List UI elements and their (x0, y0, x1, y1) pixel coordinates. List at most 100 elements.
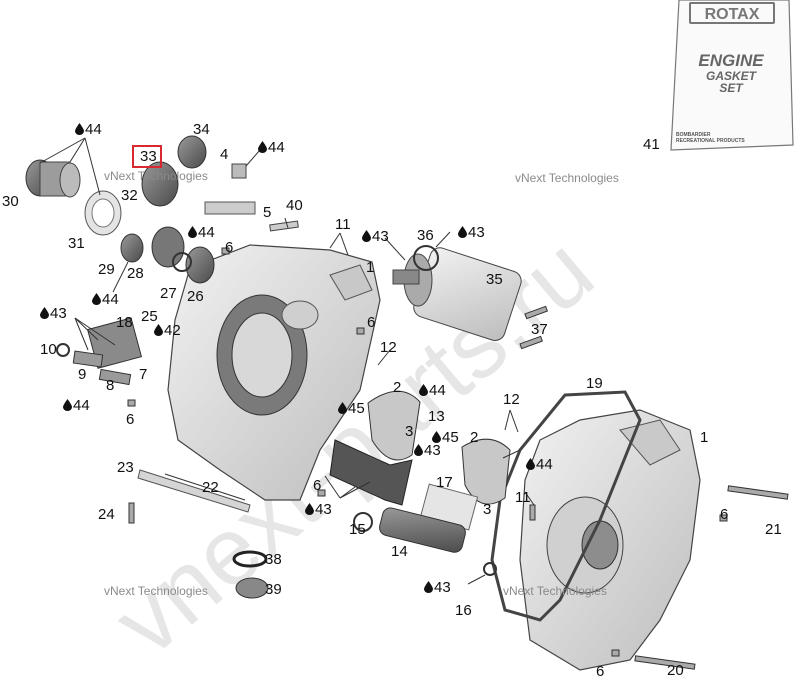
callout-6e: 6 (720, 507, 728, 522)
oil-drop-icon (458, 224, 468, 241)
callout-number: 13 (428, 408, 445, 425)
box-title-line1: ENGINE (698, 51, 764, 70)
callout-3a: 3 (405, 424, 413, 439)
callout-11b: 11 (515, 490, 531, 505)
watermark-text: vNext Technologies (104, 169, 208, 183)
callout-number: 6 (367, 314, 376, 331)
callout-24: 24 (98, 507, 115, 522)
starter-motor (392, 247, 522, 341)
callout-number: 25 (141, 308, 158, 325)
box-footer-line2: RECREATIONAL PRODUCTS (676, 137, 745, 144)
callout-number: 18 (116, 314, 133, 331)
callout-30: 30 (2, 194, 19, 209)
bolts (127, 247, 789, 670)
callout-27: 27 (160, 286, 177, 301)
callout-number: 17 (436, 474, 453, 491)
callout-29: 29 (98, 262, 115, 277)
callout-number: 43 (434, 579, 451, 596)
callout-number: 28 (127, 265, 144, 282)
callout-6b: 6 (367, 315, 375, 330)
callout-number: 44 (85, 121, 102, 138)
callout-number: 45 (442, 429, 459, 446)
gasket-set-box (669, 0, 795, 152)
box-title-line2: GASKET (705, 68, 756, 83)
callout-7: 7 (139, 367, 147, 382)
callout-6d: 6 (313, 478, 321, 493)
callout-18: 18 (116, 315, 133, 330)
box-footer-line1: BOMBARDIER (676, 132, 711, 138)
callout-37: 37 (531, 322, 548, 337)
callout-35: 35 (486, 272, 503, 287)
callout-number: 43 (424, 442, 441, 459)
callout-19: 19 (586, 376, 603, 391)
callout-number: 6 (126, 411, 135, 428)
callout-number: 1 (366, 259, 375, 276)
callout-42: 42 (154, 323, 181, 338)
callout-number: 4 (220, 146, 229, 163)
callout-number: 11 (335, 216, 351, 233)
callout-43a: 43 (362, 229, 389, 244)
callout-39: 39 (265, 582, 282, 597)
oil-drop-icon (414, 442, 424, 459)
callout-number: 36 (417, 227, 434, 244)
callout-number: 34 (193, 121, 210, 138)
callout-number: 15 (349, 521, 366, 538)
oil-drop-icon (154, 322, 164, 339)
callout-8: 8 (106, 378, 114, 393)
callout-number: 37 (531, 321, 548, 338)
callout-number: 35 (486, 271, 503, 288)
callout-28: 28 (127, 266, 144, 281)
oil-drop-icon (305, 501, 315, 518)
oil-drop-icon (92, 291, 102, 308)
box-brand-logo: ROTAX (689, 2, 775, 24)
watermark-stamp: vNext Technologies (503, 584, 607, 599)
callout-number: 45 (348, 400, 365, 417)
box-footer: BOMBARDIER RECREATIONAL PRODUCTS (676, 132, 762, 144)
callout-2b: 2 (470, 430, 478, 445)
callout-43c: 43 (40, 306, 67, 321)
callout-number: 32 (121, 187, 138, 204)
watermark-text: vNext Technologies (503, 584, 607, 598)
callout-number: 19 (586, 375, 603, 392)
callout-25: 25 (141, 309, 158, 324)
callout-10: 10 (40, 342, 57, 357)
callout-20: 20 (667, 663, 684, 678)
watermark-text: vNext Technologies (104, 584, 208, 598)
box-title-line3: SET (719, 81, 743, 96)
callout-number: 2 (393, 379, 402, 396)
callout-number: 11 (515, 489, 531, 506)
callout-22: 22 (202, 480, 219, 495)
callout-number: 44 (536, 456, 553, 473)
callout-number: 39 (265, 581, 282, 598)
callout-44g: 44 (526, 457, 553, 472)
callout-number: 43 (315, 501, 332, 518)
callout-1b: 1 (700, 430, 708, 445)
oil-drop-icon (40, 305, 50, 322)
highlight-box (132, 145, 162, 168)
callout-number: 30 (2, 193, 19, 210)
callout-4: 4 (220, 147, 228, 162)
watermark-stamp: vNext Technologies (515, 171, 619, 186)
callout-16: 16 (455, 603, 472, 618)
callout-number: 6 (313, 477, 322, 494)
callout-number: 38 (265, 551, 282, 568)
callout-12b: 12 (503, 392, 520, 407)
balancer-gear-train (25, 135, 256, 284)
callout-11a: 11 (335, 217, 351, 232)
callout-26: 26 (187, 289, 204, 304)
callout-number: 44 (268, 139, 285, 156)
oil-drop-icon (258, 139, 268, 156)
callout-number: 44 (73, 397, 90, 414)
callout-number: 22 (202, 479, 219, 496)
callout-number: 26 (187, 288, 204, 305)
oil-drop-icon (75, 121, 85, 138)
callout-45b: 45 (432, 430, 459, 445)
callout-number: 8 (106, 377, 115, 394)
callout-number: 21 (765, 521, 782, 538)
callout-number: 5 (263, 204, 272, 221)
callout-number: 43 (372, 228, 389, 245)
callout-44e: 44 (419, 383, 446, 398)
callout-23: 23 (117, 460, 134, 475)
